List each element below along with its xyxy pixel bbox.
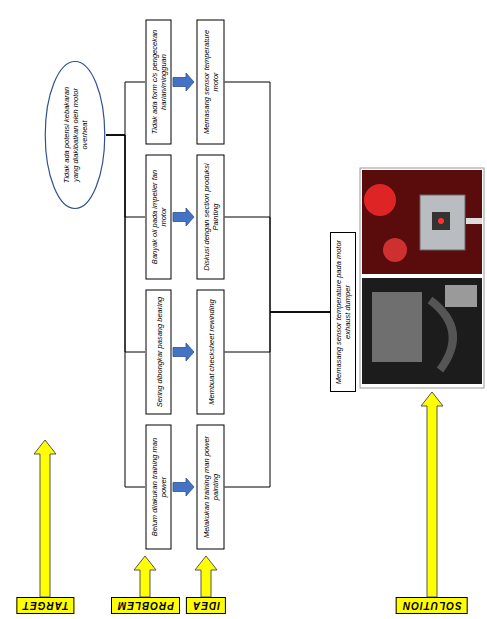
solution-box: Memasang sensor temperature pada motor e… <box>330 232 356 392</box>
problem-box: Sering dibongkar pasang bearing <box>145 290 171 415</box>
sensor-box <box>420 195 465 250</box>
tree-connector <box>106 82 145 135</box>
block-arrow <box>173 208 194 226</box>
tree-connector <box>106 135 145 352</box>
block-arrow <box>173 73 194 91</box>
sensor-led <box>438 218 444 224</box>
tree-connector <box>224 217 330 312</box>
problem-box-text: Belum dilakukan training man power <box>149 430 167 545</box>
section-label-text: IDEA <box>192 600 220 611</box>
idea-arrow <box>195 556 217 597</box>
problem-box-text: Sering dibongkar pasang bearing <box>154 297 163 408</box>
red-light <box>383 238 407 262</box>
solution-photos <box>360 168 484 388</box>
tree-connector <box>224 82 330 312</box>
tree-connector <box>224 312 330 352</box>
problem-box-text: Tidak ada form c/s pengecekan harian/min… <box>149 25 167 140</box>
motor-belt <box>430 300 453 370</box>
solution-arrow <box>421 392 443 597</box>
motor-panel <box>445 285 477 307</box>
sensor-pipe <box>466 218 482 224</box>
photo-frame <box>360 168 484 388</box>
block-arrow <box>173 343 194 361</box>
section-arrows <box>34 392 443 597</box>
motor-housing <box>372 292 422 362</box>
problem-box: Banyak oli pada impeller fan motor <box>145 155 171 280</box>
target-arrow <box>34 440 56 597</box>
target-ellipse-text: Tidak ada potensi kebakaran yang diakiba… <box>62 82 89 188</box>
red-light <box>364 184 396 216</box>
section-label: PROBLEM <box>111 597 180 614</box>
problem-box-text: Banyak oli pada impeller fan motor <box>149 160 167 275</box>
problem-box: Belum dilakukan training man power <box>145 425 171 550</box>
idea-box: Diskusi dengan section produksi Painting <box>196 155 224 280</box>
tree-connector <box>106 135 145 487</box>
solution-box-text: Memasang sensor temperature pada motor e… <box>334 237 352 387</box>
section-label: SOLUTION <box>396 597 468 614</box>
block-arrow <box>173 478 194 496</box>
problem-arrow <box>134 556 156 597</box>
idea-box-text: Membuat checksheet rewinding <box>206 299 215 404</box>
idea-box: Melakukan training man power painting <box>196 425 224 550</box>
idea-box: Membuat checksheet rewinding <box>196 290 224 415</box>
section-label-text: PROBLEM <box>117 600 174 611</box>
problem-box: Tidak ada form c/s pengecekan harian/min… <box>145 20 171 145</box>
idea-box-text: Memasang sensor temperature motor <box>201 25 219 140</box>
section-label-text: TARGET <box>22 600 68 611</box>
section-label: TARGET <box>16 597 74 614</box>
section-label-text: SOLUTION <box>402 600 462 611</box>
idea-box-text: Melakukan training man power painting <box>201 430 219 545</box>
idea-box-text: Diskusi dengan section produksi Painting <box>201 160 219 275</box>
tree-connector <box>106 135 145 217</box>
photo-sensor <box>362 170 482 274</box>
photo-motor <box>362 278 482 384</box>
target-ellipse: Tidak ada potensi kebakaran yang diakiba… <box>44 60 106 210</box>
tree-connector <box>224 312 330 487</box>
sensor-display <box>432 212 450 230</box>
idea-box: Memasang sensor temperature motor <box>196 20 224 145</box>
section-label: IDEA <box>186 597 226 614</box>
